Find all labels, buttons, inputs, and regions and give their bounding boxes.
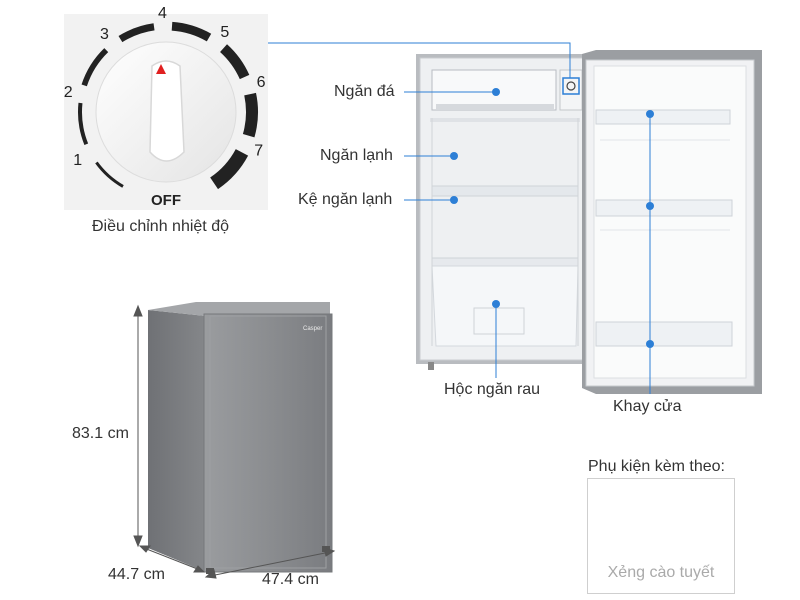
dial-number: 7: [254, 142, 263, 159]
marker-door-tray-2: [646, 202, 654, 210]
dial-off-label: OFF: [151, 192, 181, 209]
dimension-depth: 44.7 cm: [108, 566, 165, 583]
accessory-box: Xẻng cào tuyết: [587, 478, 735, 594]
dial-number: 4: [158, 5, 167, 22]
marker-door-tray-1: [646, 110, 654, 118]
dial-number: 1: [73, 152, 82, 169]
dial-caption: Điều chỉnh nhiệt độ: [92, 218, 229, 235]
brand-logo: Casper: [303, 326, 322, 332]
label-ice-compartment: Ngăn đá: [334, 83, 395, 100]
dial-number: 5: [220, 24, 229, 41]
marker-drawer: [492, 300, 500, 308]
dial-number: 3: [100, 26, 109, 43]
marker-fridge: [450, 152, 458, 160]
dial-arc-segment: [209, 148, 249, 190]
dial-number: 2: [64, 84, 73, 101]
dial-arc-segment: [95, 161, 124, 188]
dial-indicator-icon: [156, 64, 166, 74]
dial-connector-line: [268, 42, 571, 78]
label-fridge-compartment: Ngăn lạnh: [320, 147, 393, 164]
dial-arc-segment: [171, 21, 212, 42]
open-fridge: [416, 50, 762, 394]
dial-arc-segment: [81, 48, 109, 87]
label-door-tray: Khay cửa: [613, 398, 682, 415]
dimension-height: 83.1 cm: [72, 425, 129, 442]
accessory-caption: Xẻng cào tuyết: [607, 564, 715, 581]
dial-arc-segment: [78, 102, 89, 145]
dimension-width: 47.4 cm: [262, 571, 319, 588]
marker-door-tray-3: [646, 340, 654, 348]
dial-number: 6: [257, 74, 266, 91]
dial-arc-segment: [118, 23, 155, 43]
dial-arc-segment: [242, 92, 258, 138]
marker-ice: [492, 88, 500, 96]
marker-shelf: [450, 196, 458, 204]
knob-handle[interactable]: [149, 60, 185, 162]
dial-arc-segment: [219, 44, 250, 80]
label-fridge-shelf: Kệ ngăn lạnh: [298, 191, 393, 208]
accessories-title: Phụ kiện kèm theo:: [588, 458, 725, 475]
closed-fridge: Casper: [148, 302, 333, 574]
label-vegetable-drawer: Hộc ngăn rau: [444, 381, 541, 398]
